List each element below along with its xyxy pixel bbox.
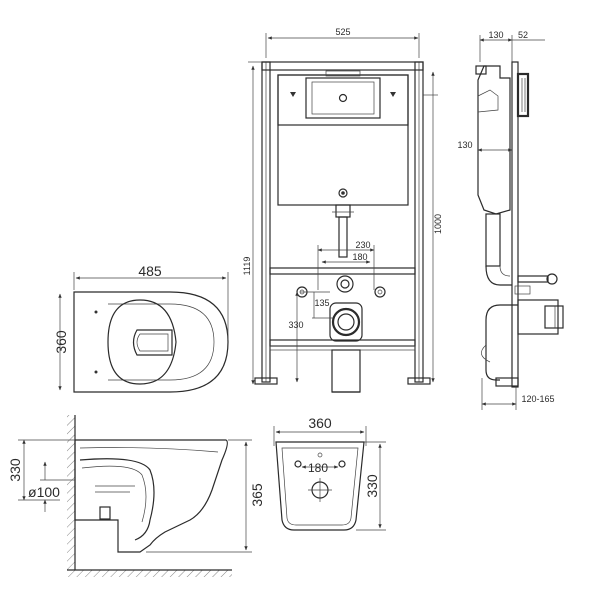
dim-frame-width: 525 bbox=[335, 27, 350, 37]
side-view: 130 52 130 120-165 bbox=[457, 30, 564, 410]
dim-side-offset-top: 52 bbox=[518, 30, 528, 40]
frame-left-foot bbox=[254, 377, 278, 385]
bowl-outline bbox=[73, 291, 229, 393]
dim-pipe-diameter: ø100 bbox=[28, 484, 60, 500]
dim-drain-height: 330 bbox=[288, 320, 303, 330]
drain-socket bbox=[331, 307, 361, 337]
front-view: 525 1119 1000 230 180 135 330 bbox=[242, 27, 443, 393]
dim-bowl-length: 485 bbox=[138, 263, 162, 279]
bolt-right bbox=[374, 286, 386, 298]
dim-bowl-height: 365 bbox=[249, 483, 265, 507]
dim-side-width-top: 130 bbox=[488, 30, 503, 40]
dim-rear-height: 330 bbox=[364, 474, 380, 498]
dim-adjust-range: 120-165 bbox=[521, 394, 554, 404]
frame-right-foot bbox=[407, 377, 431, 385]
dim-tank-height: 1000 bbox=[433, 214, 443, 234]
dim-side-drain-height: 330 bbox=[7, 458, 23, 482]
dim-drain-offset: 135 bbox=[314, 298, 329, 308]
bowl-side-view: 330 ø100 365 bbox=[7, 415, 265, 577]
drain-pipe bbox=[331, 349, 361, 393]
flush-plate-opening bbox=[305, 77, 381, 119]
bowl-top-view: 485 360 bbox=[53, 263, 229, 393]
dim-rear-bolt-spacing: 180 bbox=[308, 461, 328, 475]
bowl-rear-view: 360 180 330 bbox=[273, 415, 386, 531]
dim-frame-height: 1119 bbox=[242, 257, 252, 276]
dim-bolt-spacing-outer: 230 bbox=[355, 240, 370, 250]
dim-rear-width: 360 bbox=[308, 415, 332, 431]
dim-bowl-width: 360 bbox=[53, 330, 69, 354]
dim-side-depth: 130 bbox=[457, 140, 472, 150]
dim-bolt-spacing-inner: 180 bbox=[352, 252, 367, 262]
inlet-fitting bbox=[336, 275, 354, 293]
bowl-rear-outline bbox=[275, 441, 365, 531]
bowl-side-outline bbox=[74, 439, 228, 553]
